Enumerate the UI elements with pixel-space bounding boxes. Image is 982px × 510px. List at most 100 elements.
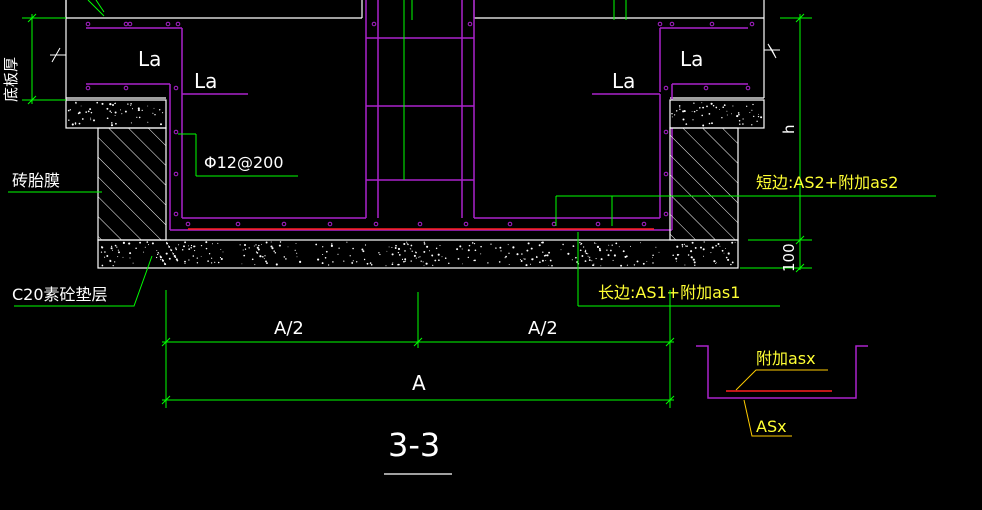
concrete-speckle	[652, 257, 653, 259]
concrete-speckle	[571, 259, 573, 261]
concrete-speckle	[220, 257, 223, 261]
concrete-speckle	[352, 260, 354, 262]
concrete-speckle	[575, 256, 577, 259]
concrete-speckle	[188, 245, 190, 247]
concrete-speckle	[147, 105, 149, 107]
concrete-speckles	[67, 101, 763, 267]
concrete-speckle	[542, 251, 544, 253]
concrete-speckle	[112, 104, 114, 106]
concrete-speckle	[444, 257, 447, 259]
concrete-speckle	[106, 107, 109, 110]
concrete-speckle	[114, 102, 116, 105]
concrete-speckle	[742, 123, 744, 125]
concrete-speckle	[622, 250, 625, 253]
concrete-speckle	[685, 123, 688, 125]
concrete-speckle	[404, 260, 406, 262]
concrete-speckle	[352, 247, 354, 250]
concrete-speckle	[713, 260, 716, 263]
concrete-speckle	[261, 243, 263, 245]
concrete-speckle	[168, 245, 169, 247]
concrete-speckle	[675, 257, 678, 260]
width-dimensions	[161, 290, 675, 408]
concrete-speckle	[545, 259, 547, 261]
concrete-speckle	[183, 245, 185, 248]
dim-100-label: 100	[780, 243, 798, 272]
concrete-speckle	[146, 241, 149, 243]
concrete-speckle	[596, 245, 600, 248]
concrete-speckle	[692, 119, 694, 121]
concrete-speckle	[147, 121, 149, 123]
concrete-speckle	[85, 111, 87, 113]
concrete-speckle	[520, 260, 523, 262]
concrete-speckle	[217, 242, 219, 244]
concrete-speckle	[266, 262, 268, 264]
concrete-speckle	[423, 243, 426, 245]
concrete-speckle	[285, 258, 287, 260]
concrete-speckle	[753, 115, 755, 118]
concrete-speckle	[473, 243, 476, 245]
concrete-speckle	[175, 248, 177, 251]
concrete-speckle	[162, 112, 164, 114]
concrete-speckle	[332, 261, 334, 263]
concrete-speckle	[75, 101, 77, 104]
concrete-speckle	[731, 241, 734, 244]
rebar-dots	[85, 21, 755, 227]
concrete-speckle	[404, 258, 407, 261]
concrete-speckle	[114, 244, 117, 247]
concrete-speckle	[738, 113, 740, 116]
concrete-speckle	[760, 117, 762, 119]
concrete-speckle	[710, 252, 712, 254]
concrete-speckle	[674, 114, 676, 116]
concrete-speckle	[715, 106, 718, 109]
concrete-speckle	[119, 109, 122, 111]
concrete-speckle	[397, 251, 400, 254]
concrete-speckle	[200, 244, 203, 247]
concrete-speckle	[406, 243, 408, 245]
concrete-speckle	[327, 264, 330, 266]
concrete-speckle	[110, 122, 113, 124]
detail-leaders	[735, 369, 828, 437]
concrete-speckle	[541, 241, 543, 244]
concrete-speckle	[548, 251, 551, 254]
concrete-speckle	[385, 265, 387, 267]
concrete-speckle	[241, 263, 243, 265]
concrete-speckle	[262, 256, 264, 258]
long-side-leader	[577, 232, 780, 307]
concrete-speckle	[521, 253, 523, 255]
concrete-speckle	[607, 254, 610, 257]
concrete-speckle	[746, 105, 748, 107]
concrete-speckle	[600, 258, 603, 261]
concrete-speckle	[530, 247, 533, 250]
concrete-speckle	[109, 260, 112, 263]
brick-mold-right	[669, 127, 739, 241]
concrete-speckle	[652, 262, 654, 264]
concrete-speckle	[420, 260, 422, 262]
concrete-speckle	[715, 245, 717, 247]
concrete-speckle	[505, 255, 507, 258]
concrete-speckle	[165, 252, 168, 255]
concrete-speckle	[462, 263, 464, 265]
concrete-speckle	[742, 118, 744, 120]
concrete-speckle	[572, 245, 575, 248]
concrete-speckle	[275, 263, 278, 266]
concrete-speckle	[500, 250, 502, 252]
concrete-speckle	[74, 122, 77, 124]
concrete-speckle	[457, 258, 460, 260]
concrete-speckle	[480, 253, 482, 255]
concrete-speckle	[703, 241, 705, 243]
concrete-bed	[97, 239, 739, 269]
concrete-speckle	[67, 109, 70, 112]
concrete-speckle	[525, 264, 528, 267]
concrete-speckle	[283, 256, 286, 258]
concrete-speckle	[425, 262, 428, 265]
concrete-speckle	[144, 246, 146, 248]
concrete-speckle	[504, 257, 506, 259]
concrete-speckle	[441, 256, 443, 258]
concrete-speckle	[711, 122, 713, 125]
right-break-line	[764, 43, 780, 59]
concrete-speckle	[736, 115, 739, 118]
concrete-speckle	[694, 264, 696, 266]
concrete-speckle	[200, 256, 202, 257]
concrete-speckle	[683, 110, 686, 113]
concrete-speckle	[296, 252, 298, 254]
